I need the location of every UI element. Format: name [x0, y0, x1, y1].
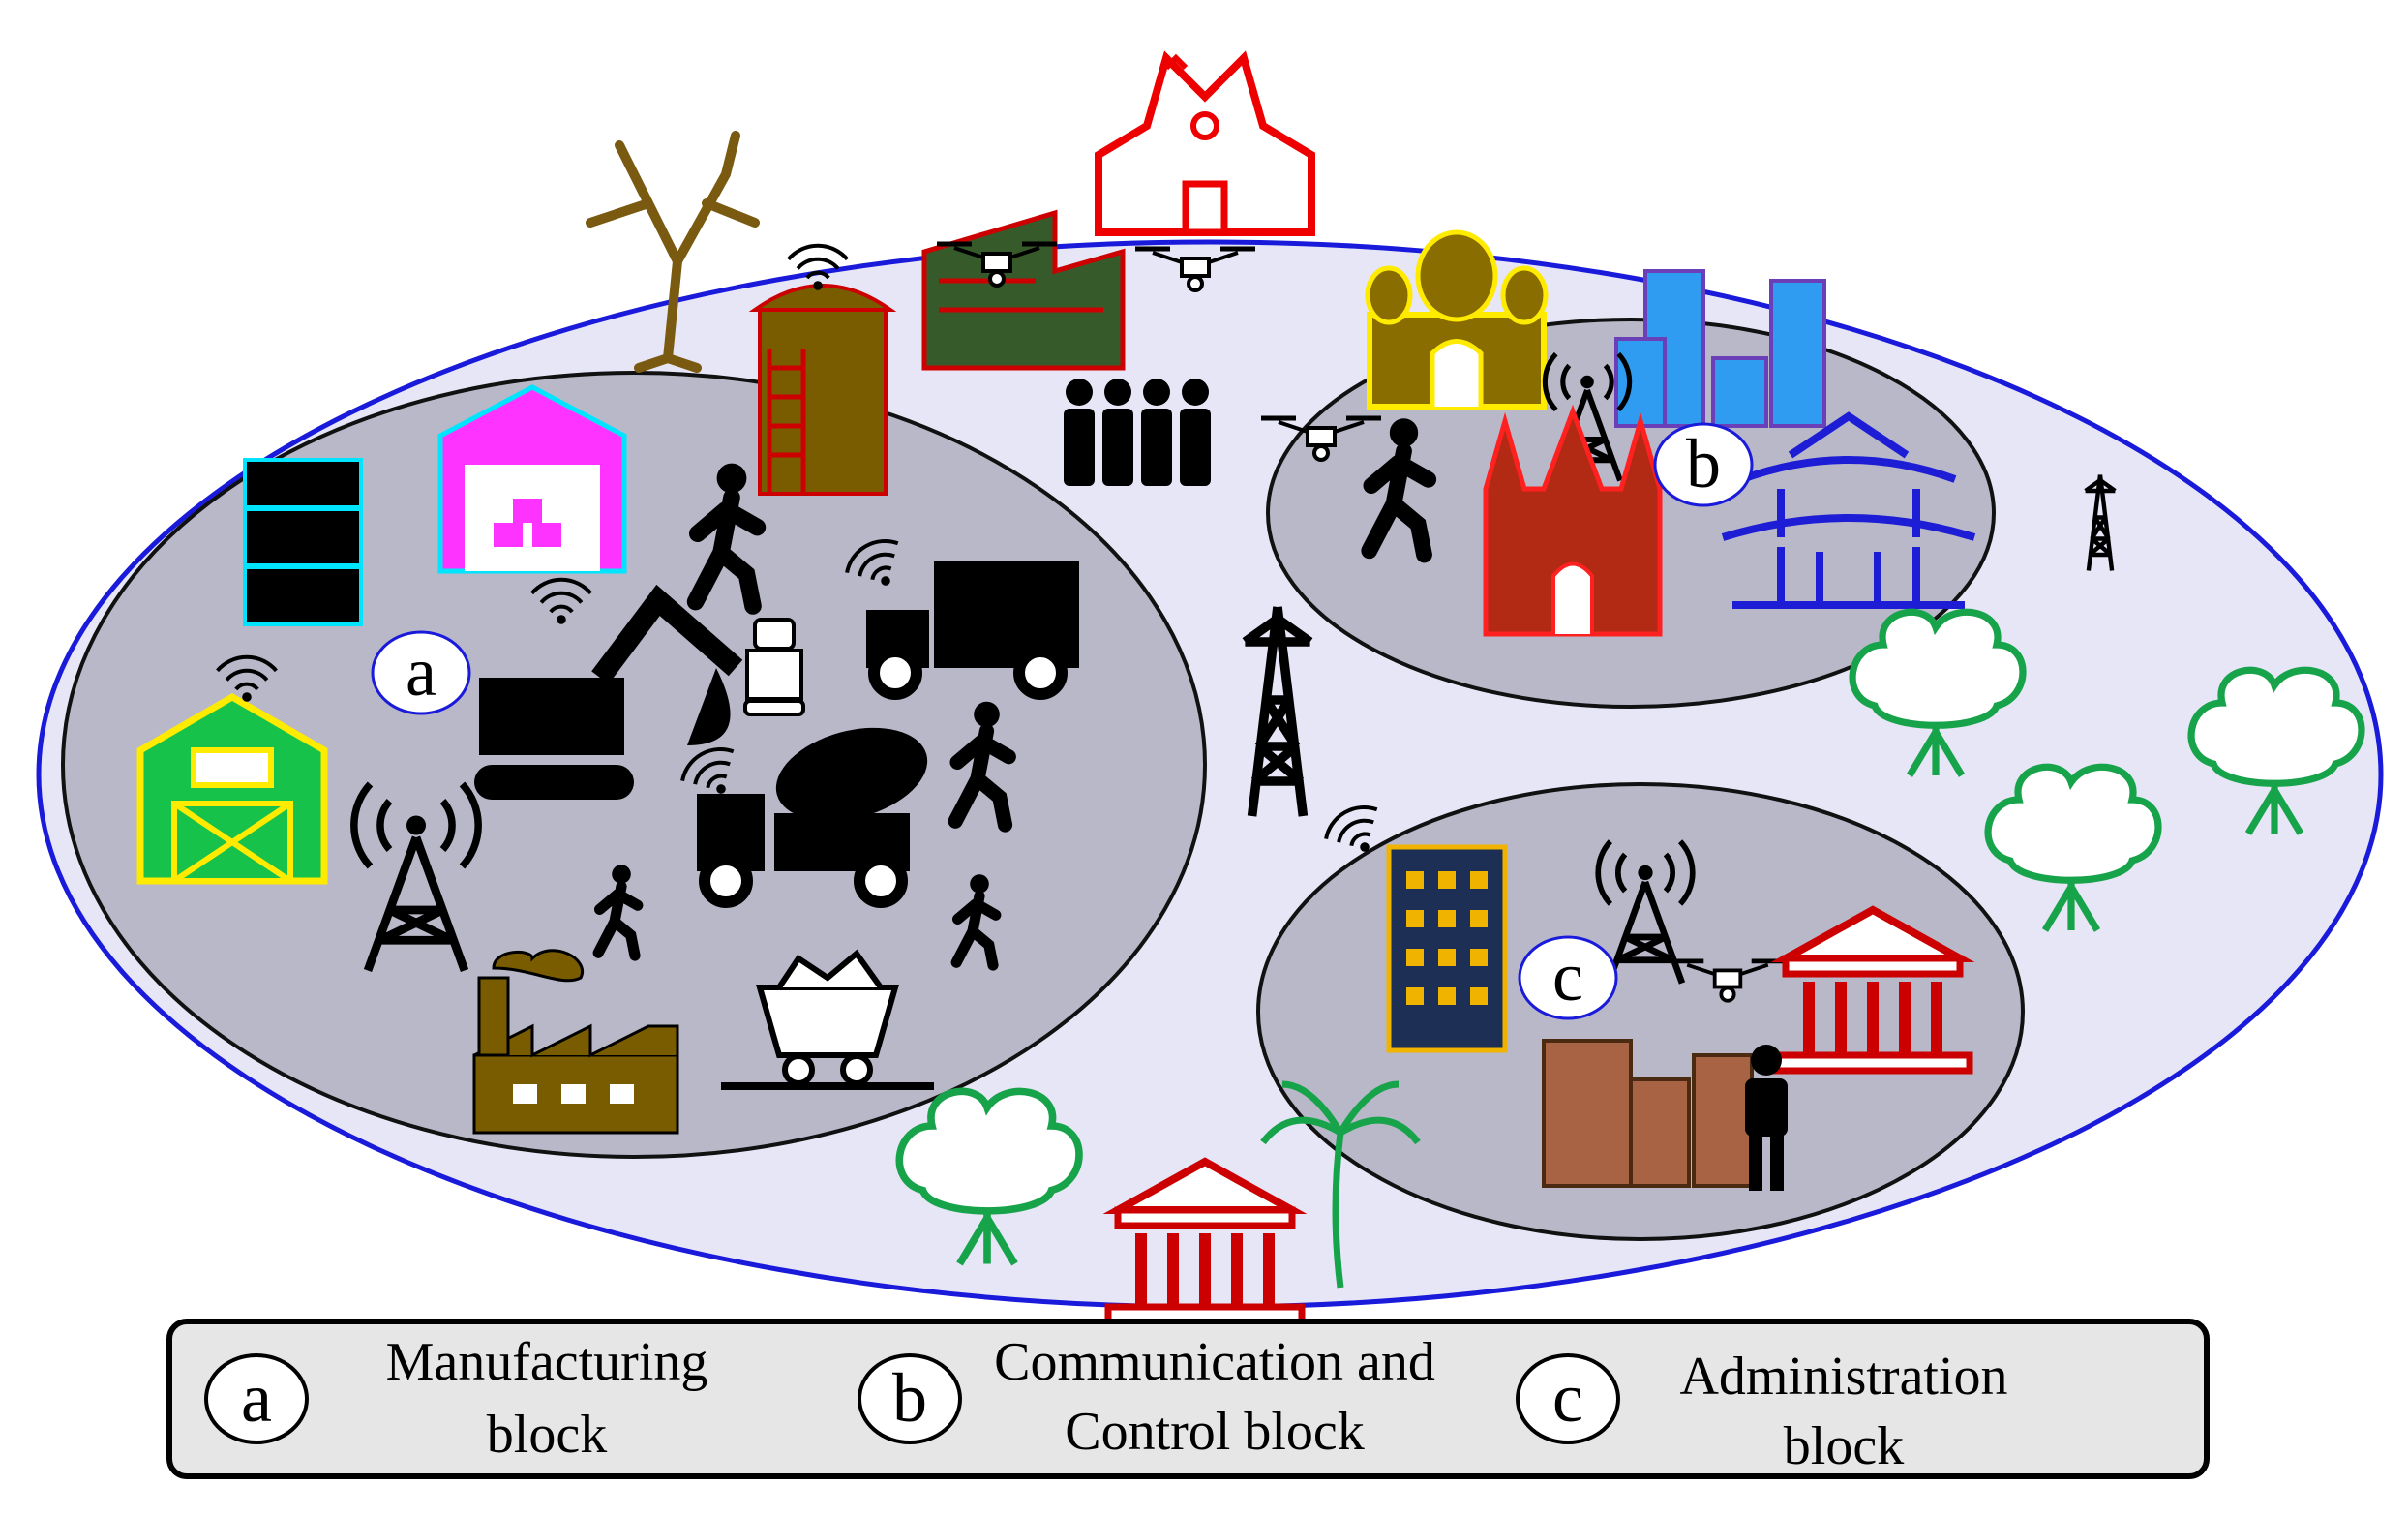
mine-cart-icon	[721, 949, 934, 1090]
factory-icon	[472, 949, 679, 1135]
legend-letter-b: b	[892, 1359, 927, 1437]
block-b-marker: b	[1653, 422, 1754, 507]
legend-label-a-line2: block	[487, 1405, 607, 1465]
cathedral-icon	[1365, 229, 1549, 410]
bare-tree-icon	[586, 131, 760, 373]
person-standing-icon	[1745, 1045, 1788, 1191]
mixer-truck-icon	[697, 727, 928, 908]
legend-letter-a: a	[241, 1359, 272, 1437]
excavator-icon	[474, 584, 743, 800]
block-b-letter: b	[1686, 425, 1721, 502]
pagoda-icon	[1721, 411, 1976, 609]
warehouse-icon	[437, 384, 627, 574]
block-a-marker: a	[371, 630, 471, 715]
robot-icon	[743, 618, 805, 716]
legend-label-b-line2: Control block	[1065, 1402, 1365, 1462]
legend-label-c-line2: block	[1784, 1416, 1904, 1476]
silo-icon	[748, 284, 897, 496]
haunted-house-icon	[1095, 50, 1315, 236]
green-factory-icon	[921, 209, 1126, 371]
office-building-icon	[1386, 844, 1508, 1053]
people-group-icon	[1064, 379, 1211, 486]
legend-letter-c: c	[1552, 1359, 1583, 1437]
block-a-letter: a	[406, 633, 436, 711]
palm-tree-icon	[1260, 1080, 1421, 1289]
legend: a Manufacturing block b Communication an…	[166, 1319, 2210, 1479]
gothic-church-icon	[1483, 404, 1663, 637]
barn-icon	[136, 692, 328, 885]
legend-item-b: b Communication and Control block	[858, 1332, 1435, 1462]
dump-truck-icon	[866, 561, 1079, 700]
legend-label-b-line1: Communication and	[994, 1332, 1435, 1392]
block-c-letter: c	[1552, 938, 1583, 1016]
legend-item-c: c Administration block	[1516, 1347, 2008, 1476]
legend-label-c-line1: Administration	[1679, 1347, 2007, 1407]
block-c-marker: c	[1518, 935, 1618, 1020]
oil-barrel-icon	[243, 458, 363, 626]
legend-item-a: a Manufacturing block	[204, 1332, 708, 1465]
legend-label-a-line1: Manufacturing	[386, 1332, 708, 1392]
